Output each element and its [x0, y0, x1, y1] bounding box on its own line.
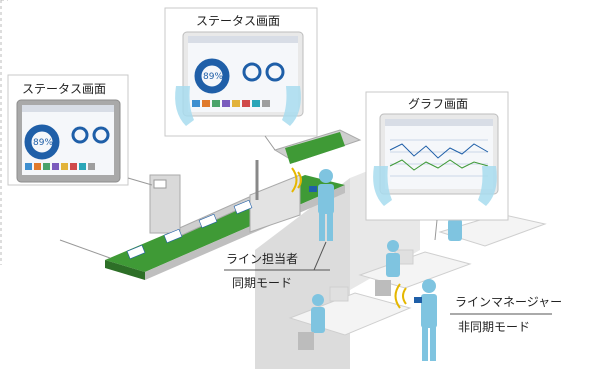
- holding-hands-center: [175, 86, 301, 126]
- callout-center-device: [164, 7, 318, 151]
- holding-hands-right: [373, 166, 497, 206]
- center-screen-percent: 89%: [203, 72, 224, 82]
- wifi-signal-manager: [394, 283, 407, 309]
- callout-left-device: [7, 74, 153, 186]
- line-operator-figure: [309, 169, 334, 241]
- callout-center-title: ステータス画面: [196, 14, 281, 28]
- wifi-signal-operator: [291, 167, 302, 193]
- operator-role-label: ライン担当者: [226, 252, 299, 266]
- callout-left-title: ステータス画面: [22, 82, 107, 96]
- manager-role-label: ラインマネージャー: [455, 295, 563, 309]
- machine-block: [249, 174, 301, 233]
- office-chairs: [298, 280, 391, 350]
- conveyor-line: [59, 129, 362, 280]
- product-trays: [126, 199, 253, 260]
- operator-mode-label: 同期モード: [232, 276, 293, 290]
- manager-mode-label: 非同期モード: [458, 320, 531, 334]
- app-icon-row-center: [192, 100, 270, 107]
- callout-right-device: [365, 91, 509, 241]
- line-manager-figure: [414, 279, 437, 361]
- app-icon-row-left: [25, 163, 95, 170]
- floor-edge: [59, 239, 111, 259]
- callout-right-title: グラフ画面: [408, 97, 469, 111]
- left-screen-percent: 89%: [33, 138, 54, 148]
